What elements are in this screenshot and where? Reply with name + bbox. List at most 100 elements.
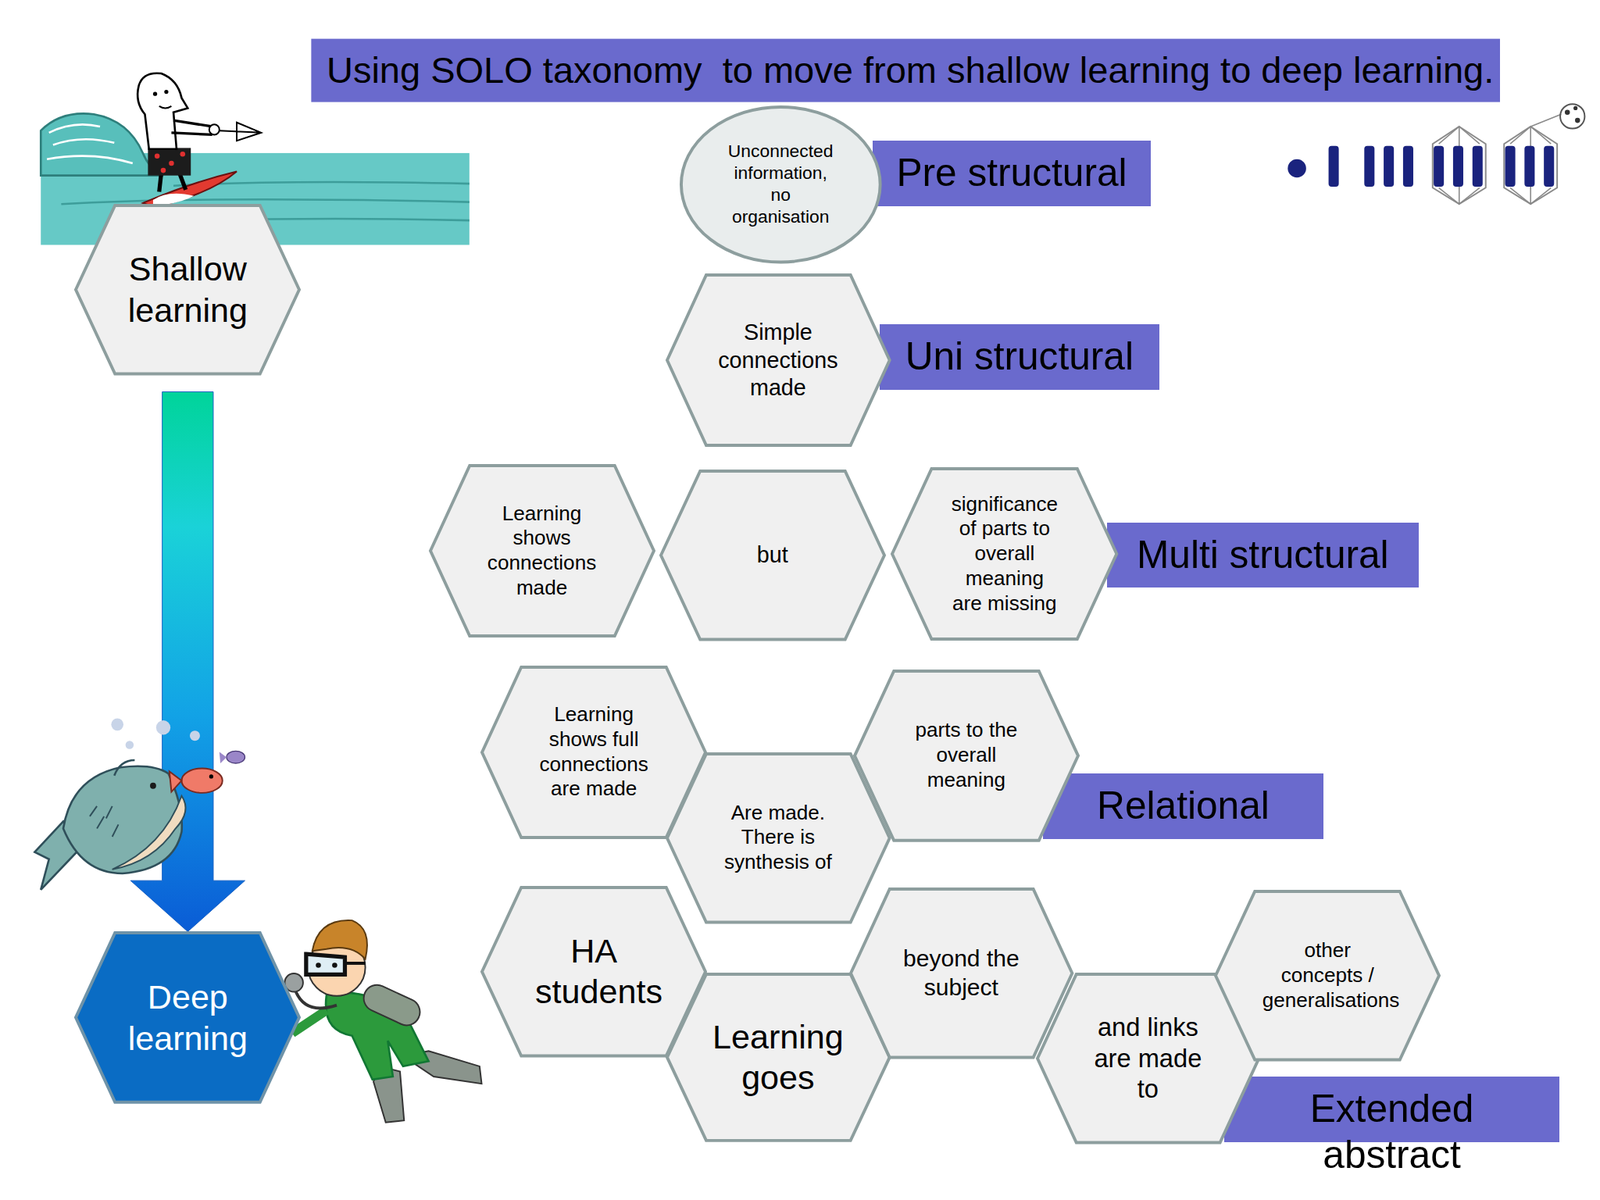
shorts-dot [160,167,167,174]
small-fish-eye [209,774,214,779]
hexagon-box: Learning goes [665,972,892,1143]
node-text: Uni structural [905,333,1134,381]
extended-dot [1575,117,1581,124]
surfer-eye [153,92,158,97]
multistructural-bar [1364,146,1375,187]
node-text: Deep learning [116,976,260,1059]
hexagon-shape [854,671,1079,841]
hexagon-shape [430,465,654,636]
diver-illustration [282,920,483,1123]
hexagon-box: HA students [480,885,708,1058]
oval-shape [681,106,881,262]
diver-tank [359,980,425,1030]
diver-eye [315,962,322,968]
surfer-mouth [159,106,172,109]
hexagon-box: beyond the subject [849,887,1074,1059]
level-band: Extended abstract [1224,1076,1559,1143]
node-text: Learning goes [706,1016,850,1099]
wave-foam [46,124,133,164]
fish-illustration [34,718,245,890]
diver-mask [306,953,346,975]
hexagon-outline [480,885,708,1058]
hexagon-box: Shallow learning [74,203,301,375]
title-banner [310,39,1500,103]
node-text: Are made. There is synthesis of [719,800,837,876]
air-hose [296,992,337,1009]
bubble [125,740,134,749]
hexagon-shape [667,275,890,446]
hexagon-shape [850,889,1072,1058]
node-text: Simple connections made [715,318,840,401]
extended-dot [1573,106,1578,111]
hexagon-box: but [659,469,886,641]
hexagon-box: other concepts / generalisations [1214,889,1441,1061]
node-text: beyond the subject [897,944,1025,1002]
node-text: parts to the overall meaning [907,717,1025,793]
tiny-fish [226,750,246,764]
relational-bar [1433,146,1444,187]
node-text: Learning shows full connections are made [535,702,653,802]
hexagon-box: Are made. There is synthesis of [665,752,892,924]
mask-strap [344,961,365,965]
hexagon-shape [667,753,890,923]
surfer-legs [159,173,186,193]
text-holder: but [659,469,886,641]
hexagon-outline [74,203,301,375]
oval-box: Unconnected information, no organisation [679,105,883,264]
extended-bar [1543,146,1554,187]
small-fish-tail [169,771,183,792]
node-text: but [710,541,834,569]
diver-wetsuit [325,992,429,1080]
text-holder: Relational [1042,773,1324,840]
fish-tail [34,821,79,890]
diver-fin [403,1050,483,1084]
text-holder: Learning shows connections made [428,464,656,638]
hexagon-shape [667,974,890,1141]
hexagon-box: parts to the overall meaning [853,669,1080,843]
hexagon-shape [892,468,1117,640]
surfer-arms [171,120,212,135]
block-arrow [130,392,245,933]
wave-crest [40,113,164,175]
hexagon-outline [74,931,301,1104]
surfer-shorts [147,147,191,175]
diver-fin [373,1066,404,1123]
tiny-fish-tail [219,752,227,764]
text-holder: Are made. There is synthesis of [665,752,892,924]
level-band: Pre structural [872,140,1152,207]
extended-circle [1560,103,1585,129]
solo-icons [1287,103,1585,204]
relational-links [1439,126,1480,204]
hexagon-shape [75,932,300,1103]
diver-hair [312,920,368,960]
node-text: significance of parts to overall meaning… [949,492,1060,617]
level-band: Relational [1042,773,1324,840]
node-text: Unconnected information, no organisation [727,140,835,229]
title-text: Using SOLO taxonomy to move from shallow… [326,39,1494,103]
text-holder: Learning goes [665,972,892,1143]
surfboard [142,171,237,208]
bubble [189,730,200,741]
node-text: Pre structural [896,150,1127,197]
diver-eye [332,962,338,968]
node-text: HA students [535,930,653,1013]
surfer-body [137,73,188,150]
hexagon-box: Deep learning [74,931,301,1104]
tow-handle [219,122,262,142]
shorts-dot [168,160,175,167]
extended-bar [1524,146,1535,187]
text-holder: Multi structural [1107,522,1418,589]
surfer-eye [164,89,168,94]
text-holder: Shallow learning [74,203,301,375]
text-holder: significance of parts to overall meaning… [890,467,1118,641]
node-text: Multi structural [1136,532,1390,579]
bubble [156,720,171,735]
hexagon-outline [665,972,892,1143]
fish-fin [114,760,135,776]
text-holder: Simple connections made [665,273,892,447]
extended-outline [1503,126,1558,204]
hexagon-shape [1215,891,1440,1061]
level-band: Multi structural [1107,522,1418,589]
big-fish-belly [112,796,186,870]
node-text: Relational [1096,782,1270,830]
